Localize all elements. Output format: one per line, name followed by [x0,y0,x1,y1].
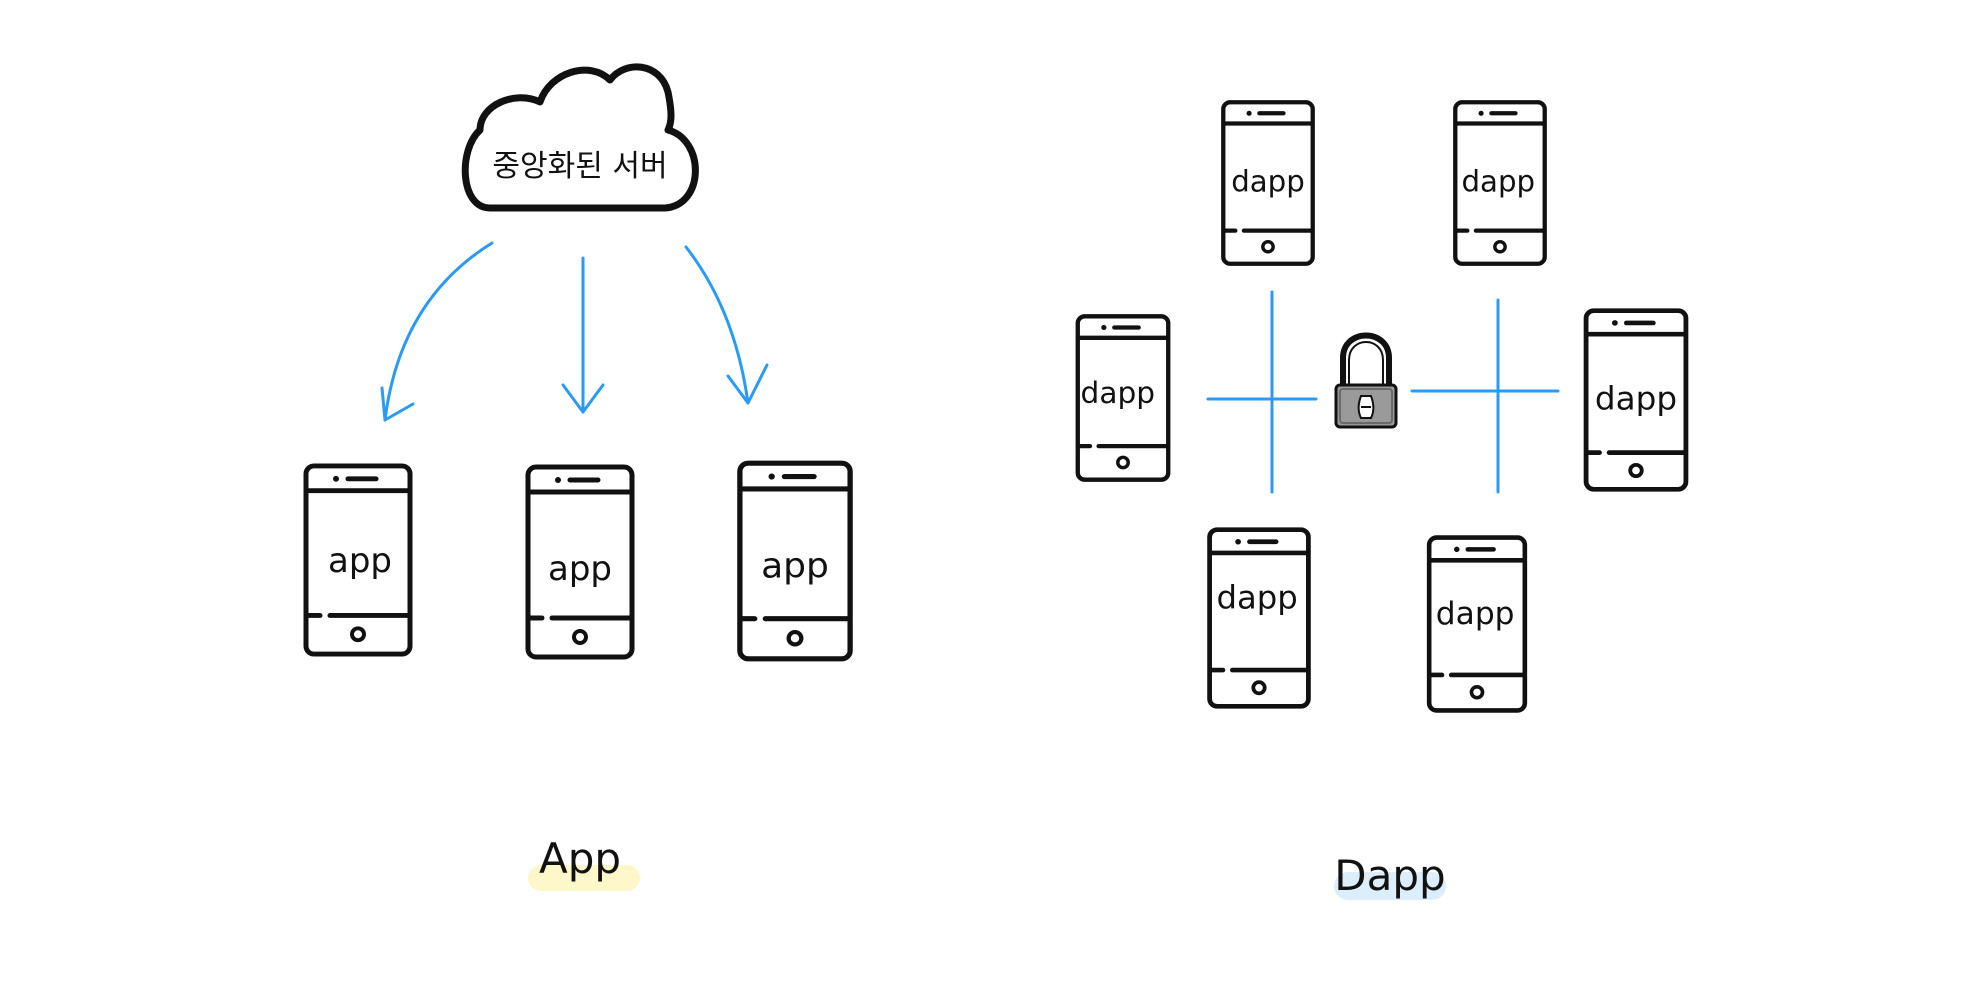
dapp-phone: dapp [1586,311,1686,490]
app-phone: app [306,466,410,654]
dapp-phone-label: dapp [1595,380,1677,418]
padlock-icon [1334,332,1398,429]
dapp-caption-text: Dapp [1334,851,1445,900]
app-phone: app [740,463,850,659]
dapp-phone: dapp [1429,538,1525,711]
dapp-phone-label: dapp [1216,579,1297,617]
app-caption-text: App [539,834,621,883]
server-arrows [380,241,769,422]
dapp-phone-label: dapp [1081,376,1155,410]
dapp-phone: dapp [1455,102,1544,264]
arrow-right [684,245,769,405]
app-phone-label: app [548,549,612,589]
dapp-caption: Dapp [1334,851,1446,900]
arrow-left [380,241,494,422]
server-label: 중앙화된 서버 [492,149,667,184]
app-caption: App [528,834,640,891]
arrow-center [561,256,605,414]
dapp-phone: dapp [1223,102,1312,264]
app-phone-label: app [761,546,829,586]
centralized-server-cloud: 중앙화된 서버 [461,63,699,212]
dapp-caption-highlight [1334,872,1446,900]
dapp-phone: dapp [1078,316,1168,479]
dapp-phone: dapp [1210,530,1309,707]
dapp-connectors [1206,290,1560,494]
dapp-phone-label: dapp [1231,165,1305,199]
dapp-phone-label: dapp [1461,165,1535,199]
app-phone-label: app [328,541,392,580]
app-caption-highlight [528,865,640,891]
dapp-phone-label: dapp [1436,596,1515,632]
app-phone: app [528,467,632,657]
